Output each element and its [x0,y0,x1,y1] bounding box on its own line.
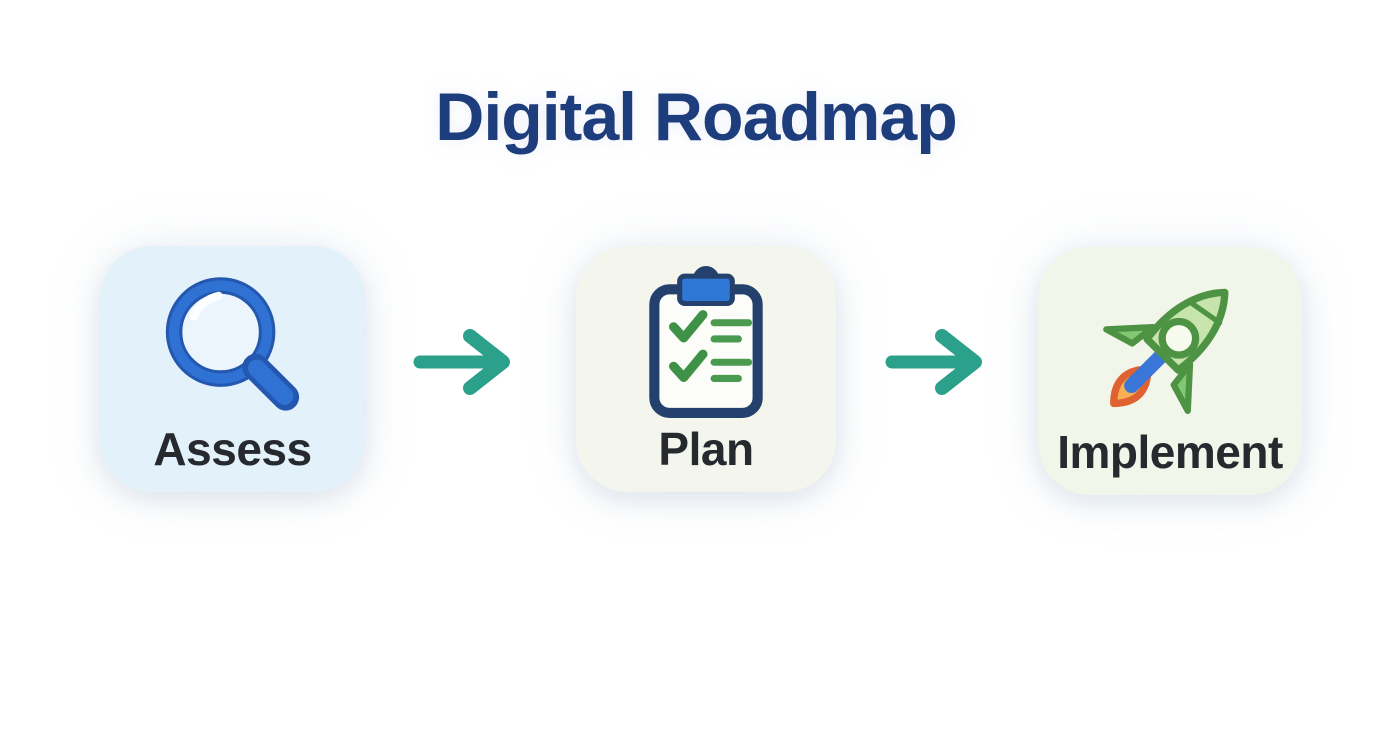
page-title: Digital Roadmap [435,79,958,155]
step-label-assess: Assess [153,423,312,475]
flow-arrow-right-icon [882,322,992,402]
step-card-plan: Plan [576,246,836,492]
step-card-assess: Assess [100,246,365,492]
flow-arrow-right-icon [410,322,520,402]
magnifying-glass-icon [155,268,310,428]
step-label-plan: Plan [658,423,754,475]
clipboard-checklist-icon [640,264,772,427]
step-label-implement: Implement [1057,426,1283,478]
step-card-implement: Implement [1038,247,1302,495]
rocket-icon [1081,255,1259,438]
